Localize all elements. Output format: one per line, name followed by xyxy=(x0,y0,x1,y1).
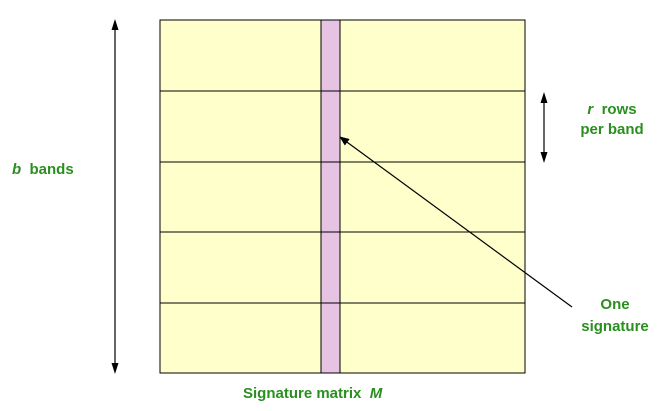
band-5 xyxy=(159,302,526,374)
rows-variable: r xyxy=(587,101,594,118)
rows-per-band-label: r rows per band xyxy=(567,100,657,140)
matrix-variable: M xyxy=(369,385,383,402)
one-signature-label: One signature xyxy=(565,294,663,338)
band-1 xyxy=(159,19,526,92)
band-2 xyxy=(159,90,526,163)
signature-column-dividers xyxy=(321,90,340,304)
band-3 xyxy=(159,161,526,233)
signature-pointer-arrow xyxy=(339,136,573,308)
signature-line-2: signature xyxy=(581,318,649,335)
bands-double-arrow xyxy=(111,19,119,374)
signature-column xyxy=(320,19,341,374)
matrix-caption: Signature matrix M xyxy=(243,384,382,404)
rows-double-arrow xyxy=(540,92,548,163)
matrix-bands xyxy=(159,19,526,374)
rows-line-2: per band xyxy=(580,121,644,138)
band-4 xyxy=(159,231,526,304)
bands-label: b bands xyxy=(12,160,74,180)
signature-line-1: One xyxy=(600,296,630,313)
bands-variable: b xyxy=(12,161,22,178)
rows-text: rows xyxy=(601,101,637,118)
bands-text: bands xyxy=(29,161,74,178)
rows-line-1: r rows xyxy=(567,100,657,120)
matrix-text: Signature matrix xyxy=(243,385,362,402)
